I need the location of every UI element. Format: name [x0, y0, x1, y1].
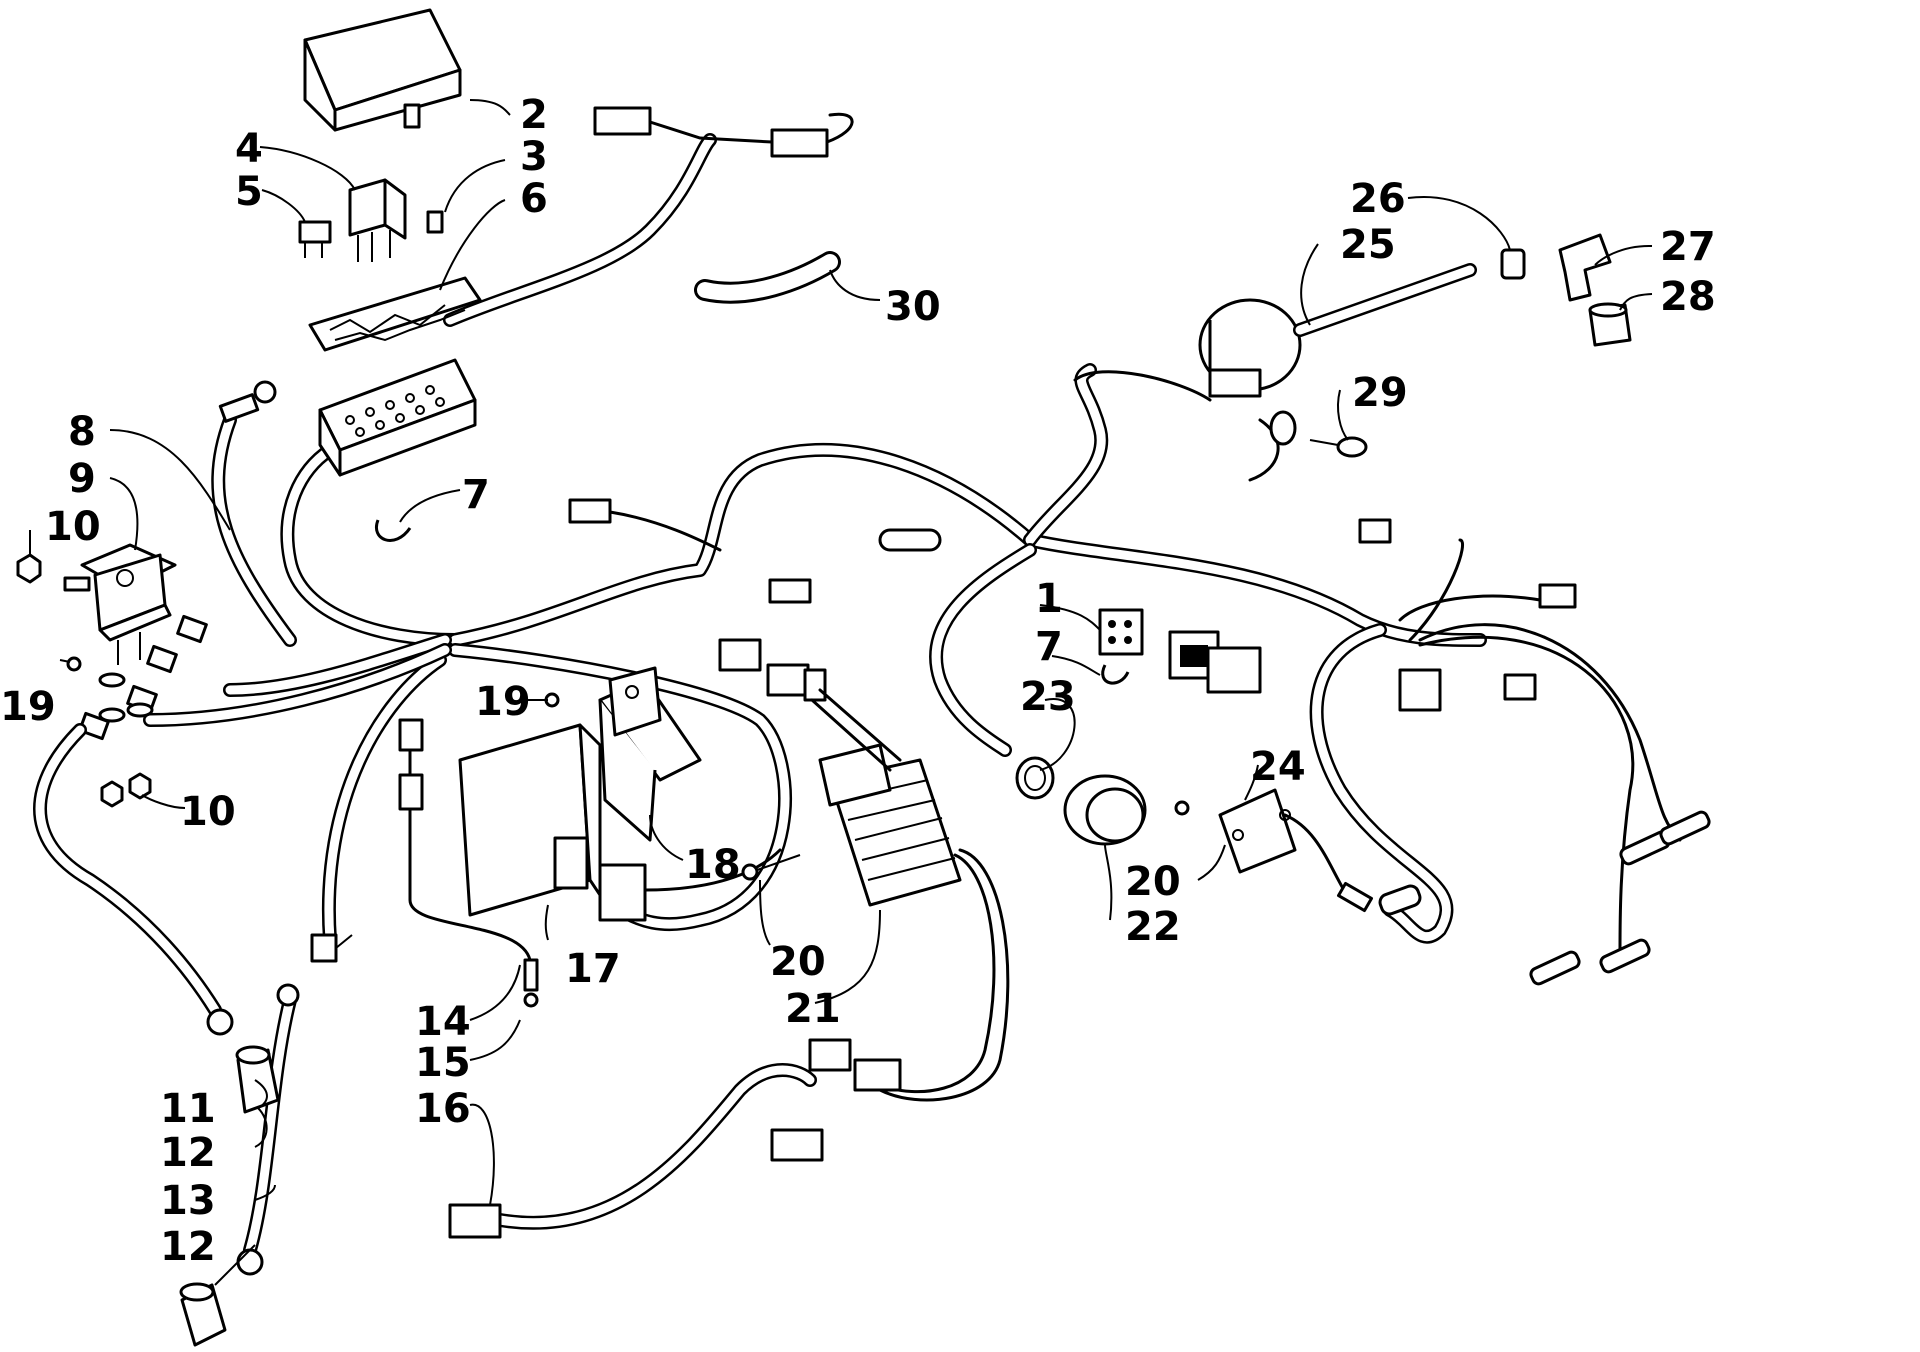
ground-wire	[398, 718, 539, 1008]
fuse	[426, 210, 444, 234]
sensor-connectors	[1358, 518, 1711, 986]
callout-26: 26	[1350, 176, 1406, 222]
mini-fuse	[298, 220, 332, 258]
callout-16: 16	[415, 1086, 471, 1132]
terminal-boot	[179, 1282, 227, 1347]
terminal-boot	[235, 1045, 280, 1114]
main-wire-harness	[143, 133, 1682, 1230]
cable-terminals	[78, 614, 208, 741]
callout-28: 28	[1660, 274, 1716, 320]
wire-clamp	[375, 519, 412, 542]
fuse-panel-decal	[308, 276, 482, 352]
callout-20b: 20	[1125, 859, 1181, 905]
battery-cable-positive	[33, 723, 234, 1036]
battery-cable-negative	[236, 983, 300, 1276]
screw	[59, 656, 82, 672]
screw	[1174, 800, 1190, 816]
fuse-block-cavities	[345, 385, 445, 437]
cdi-bracket	[598, 666, 702, 842]
harness-connector	[448, 1038, 902, 1239]
callout-7b: 7	[1035, 624, 1063, 670]
fuse-block	[318, 358, 477, 477]
fuse-box-cover	[303, 8, 462, 132]
callout-1: 1	[1035, 576, 1063, 622]
relay	[348, 178, 407, 262]
callout-5: 5	[235, 169, 263, 215]
callout-25: 25	[1340, 222, 1396, 268]
ring-terminal	[218, 380, 277, 423]
callout-17: 17	[565, 946, 621, 992]
callout-29: 29	[1352, 370, 1408, 416]
callout-23: 23	[1020, 674, 1076, 720]
cdi-module	[458, 723, 782, 922]
mounting-plate	[1218, 788, 1422, 916]
callout-27: 27	[1660, 224, 1716, 270]
hex-nut	[128, 772, 152, 800]
callout-15: 15	[415, 1040, 471, 1086]
callout-10a: 10	[45, 504, 101, 550]
callout-3: 3	[520, 134, 548, 180]
callout-11: 11	[160, 1086, 216, 1132]
starter-solenoid	[63, 543, 177, 665]
coil-bolt	[1269, 410, 1368, 458]
top-harness-connector	[593, 106, 854, 158]
wire-clamp	[1101, 664, 1130, 685]
screw	[741, 854, 801, 881]
callout-2: 2	[520, 92, 548, 138]
callout-10b: 10	[180, 789, 236, 835]
callout-labels: 1 2 3 4 5 6 7 7 8 9 10 10 11 12 12 13 14…	[0, 92, 1716, 1270]
callout-7a: 7	[462, 472, 490, 518]
callout-12b: 12	[160, 1224, 216, 1270]
callout-30: 30	[885, 284, 941, 330]
terminal-cap	[1588, 302, 1632, 347]
callout-4: 4	[235, 126, 263, 172]
key-switch	[1063, 774, 1147, 846]
callout-9: 9	[68, 456, 96, 502]
switch-nut	[1015, 756, 1055, 800]
ground-ring-terminal	[310, 933, 353, 963]
regulator-connector	[766, 663, 902, 772]
spark-plug-cap	[1558, 233, 1612, 302]
coil-grommet	[1500, 248, 1526, 280]
hex-nut	[100, 780, 124, 808]
callout-12a: 12	[160, 1130, 216, 1176]
hex-nut	[16, 553, 42, 584]
callout-20a: 20	[770, 939, 826, 985]
callout-24: 24	[1250, 744, 1306, 790]
callout-19b: 19	[475, 679, 531, 725]
ignition-coil	[1198, 263, 1477, 398]
callout-18: 18	[685, 842, 741, 888]
voltage-regulator	[818, 743, 962, 907]
callout-13: 13	[160, 1178, 216, 1224]
split-conduit	[694, 251, 841, 304]
callout-6: 6	[520, 176, 548, 222]
callout-8: 8	[68, 409, 96, 455]
leader-lines	[29, 99, 1653, 1286]
callout-19a: 19	[0, 684, 56, 730]
callout-21: 21	[785, 986, 841, 1032]
harness-plug	[568, 498, 942, 672]
harness-connector-block	[1098, 608, 1262, 694]
callout-14: 14	[415, 999, 471, 1045]
callout-22: 22	[1125, 904, 1181, 950]
